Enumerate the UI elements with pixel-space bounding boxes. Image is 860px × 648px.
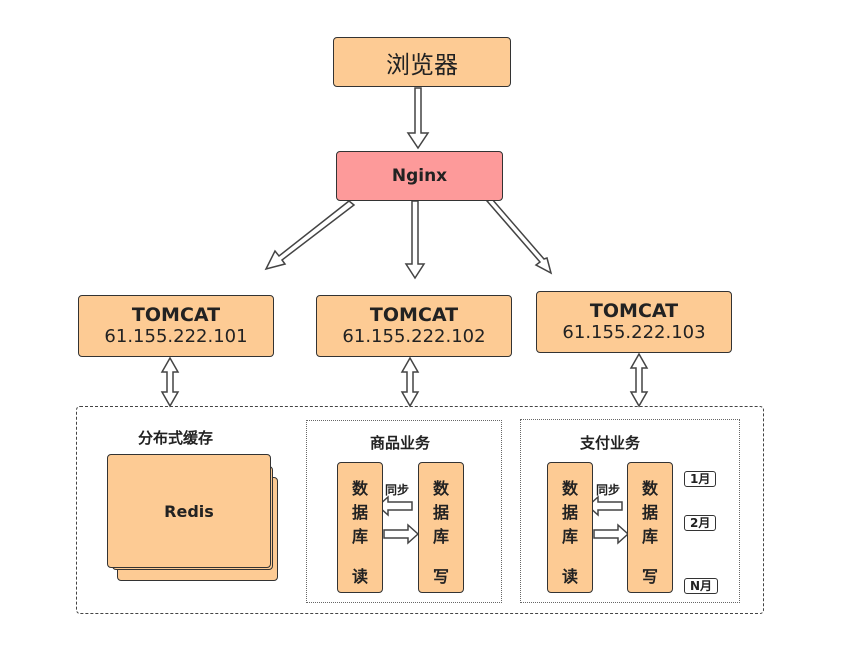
db-char: 写: [432, 567, 449, 586]
browser-label: 浏览器: [386, 50, 458, 79]
db-char: 写: [641, 567, 658, 586]
db-char: 据: [641, 503, 658, 522]
arrow-goods-sync-right: [383, 523, 420, 545]
tomcat-title: TOMCAT: [589, 300, 679, 322]
goods-write-db: 数 据 库 写: [418, 462, 464, 593]
db-char: 数: [561, 479, 578, 498]
arrow-payment-sync-right: [593, 523, 630, 545]
db-char: 库: [432, 527, 449, 546]
arrow-nginx-to-tomcat-2: [404, 200, 426, 280]
backend-cluster-container: [76, 406, 764, 614]
db-char: 读: [561, 567, 578, 586]
db-char: 数: [432, 479, 449, 498]
goods-read-db: 数 据 库 读: [337, 462, 383, 593]
nginx-node: Nginx: [336, 151, 503, 201]
browser-node: 浏览器: [333, 37, 511, 87]
arrow-browser-to-nginx: [406, 87, 430, 150]
arrow-goods-sync-left: [376, 495, 413, 517]
redis-label: Redis: [164, 501, 214, 521]
month-badge-2: 2月: [684, 515, 717, 531]
arrow-payment-sync-left: [586, 495, 623, 517]
tomcat-node-1: TOMCAT 61.155.222.101: [78, 295, 274, 357]
tomcat-ip: 61.155.222.101: [104, 326, 248, 347]
tomcat-title: TOMCAT: [131, 304, 221, 326]
db-char: 数: [351, 479, 368, 498]
payment-write-db: 数 据 库 写: [627, 462, 673, 593]
cache-title: 分布式缓存: [138, 429, 214, 447]
nginx-label: Nginx: [391, 166, 448, 186]
arrow-tomcat-2-cluster: [400, 356, 420, 408]
goods-sync-label: 同步: [385, 483, 410, 497]
db-char: 数: [641, 479, 658, 498]
arrow-nginx-to-tomcat-3: [485, 198, 553, 275]
db-char: 读: [351, 567, 368, 586]
payment-sync-label: 同步: [596, 483, 621, 497]
db-char: 库: [351, 527, 368, 546]
arrow-tomcat-1-cluster: [160, 356, 180, 408]
db-char: 据: [561, 503, 578, 522]
month-badge-1: 1月: [684, 471, 717, 487]
arrow-tomcat-3-cluster: [629, 352, 649, 408]
tomcat-ip: 61.155.222.103: [562, 322, 706, 343]
tomcat-title: TOMCAT: [369, 304, 459, 326]
goods-business-group: [306, 420, 502, 603]
arrow-nginx-to-tomcat-1: [264, 200, 356, 271]
db-char: 库: [641, 527, 658, 546]
payment-business-group: [520, 419, 740, 603]
tomcat-ip: 61.155.222.102: [342, 326, 486, 347]
tomcat-node-3: TOMCAT 61.155.222.103: [536, 291, 732, 353]
month-badge-n: N月: [684, 578, 719, 594]
redis-node: Redis: [107, 454, 271, 568]
db-char: 库: [561, 527, 578, 546]
payment-title: 支付业务: [580, 434, 641, 452]
tomcat-node-2: TOMCAT 61.155.222.102: [316, 295, 512, 357]
goods-title: 商品业务: [370, 434, 431, 452]
db-char: 据: [432, 503, 449, 522]
db-char: 据: [351, 503, 368, 522]
payment-read-db: 数 据 库 读: [547, 462, 593, 593]
